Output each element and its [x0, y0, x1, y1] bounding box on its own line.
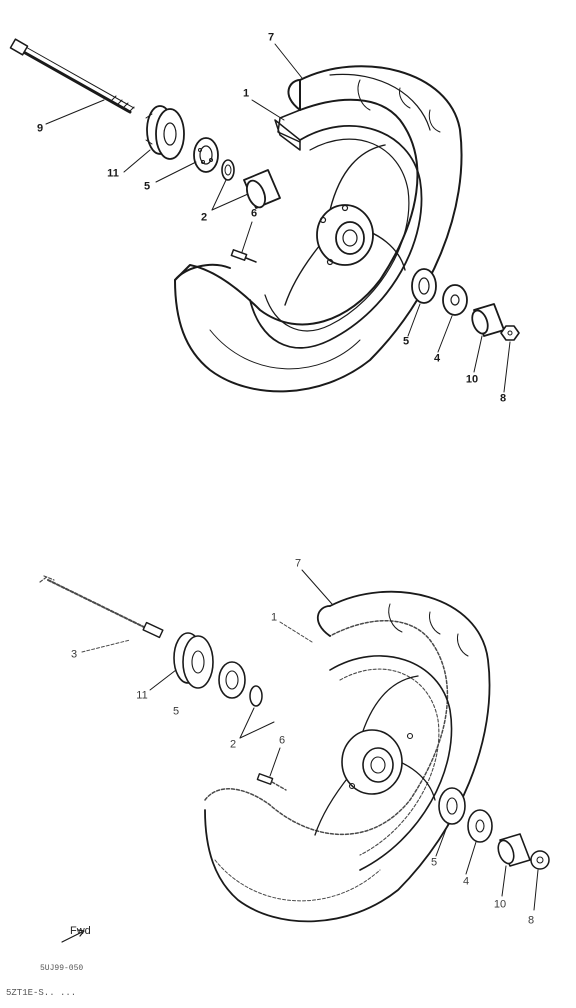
- spacer: [243, 169, 281, 209]
- lower-callout-6: 6: [278, 734, 286, 747]
- footer-code: 5UJ99-050: [40, 964, 84, 973]
- forward-arrow-icon: [61, 929, 85, 943]
- wheel-hub: [316, 204, 374, 266]
- lower-callout-7: 7: [294, 557, 302, 570]
- footer-scribble: 5ZT1E-S.. ...: [6, 988, 77, 998]
- upper-callout-9: 9: [36, 122, 44, 135]
- upper-wheel-assembly: [9, 38, 520, 393]
- axle-nut: [500, 325, 520, 341]
- upper-callout-7: 7: [267, 31, 275, 44]
- lower-callout-3: 3: [70, 648, 78, 661]
- bearing-right: [411, 268, 437, 304]
- upper-callout-11: 11: [107, 167, 119, 180]
- lower-callout-11: 11: [136, 689, 148, 702]
- lower-wheel-assembly: [39, 569, 550, 923]
- axle-shaft: [9, 38, 135, 114]
- oil-seal-faded: [249, 685, 263, 707]
- lower-callout-8: 8: [527, 914, 535, 927]
- lower-callout-5: 5: [172, 705, 180, 718]
- hub-collar: [145, 105, 185, 160]
- lower-callout-4: 4: [462, 875, 470, 888]
- lower-leader-lines: [81, 569, 539, 911]
- bearing: [193, 137, 219, 173]
- bearing-faded: [218, 661, 246, 699]
- axle-shaft-faded: [39, 575, 164, 639]
- upper-callout-5b: 5: [402, 335, 410, 348]
- lower-callout-5b: 5: [430, 856, 438, 869]
- collar-right: [442, 284, 468, 316]
- spacer-right: [471, 303, 505, 337]
- axle-nut-faded: [530, 850, 550, 870]
- lower-callout-10: 10: [493, 898, 507, 911]
- lower-callout-2: 2: [229, 738, 237, 751]
- air-valve: [230, 249, 257, 263]
- upper-callout-2: 2: [200, 211, 208, 224]
- upper-callout-4: 4: [433, 352, 441, 365]
- lower-callout-1: 1: [270, 611, 278, 624]
- upper-callout-10: 10: [465, 373, 479, 386]
- upper-callout-8: 8: [499, 392, 507, 405]
- air-valve-faded: [256, 773, 287, 791]
- tire: [174, 65, 463, 393]
- upper-callout-1: 1: [242, 87, 250, 100]
- spacer-right-faded: [497, 833, 531, 867]
- collar-right-faded: [467, 809, 493, 843]
- oil-seal: [221, 159, 235, 181]
- upper-callout-5: 5: [143, 180, 151, 193]
- bearing-right-faded: [438, 787, 466, 825]
- upper-callout-6: 6: [250, 207, 258, 220]
- wheel-hub-faded: [341, 729, 414, 795]
- hub-collar-faded: [173, 632, 214, 689]
- upper-leader-lines: [45, 43, 511, 393]
- forward-mark: Fwd: [70, 925, 91, 937]
